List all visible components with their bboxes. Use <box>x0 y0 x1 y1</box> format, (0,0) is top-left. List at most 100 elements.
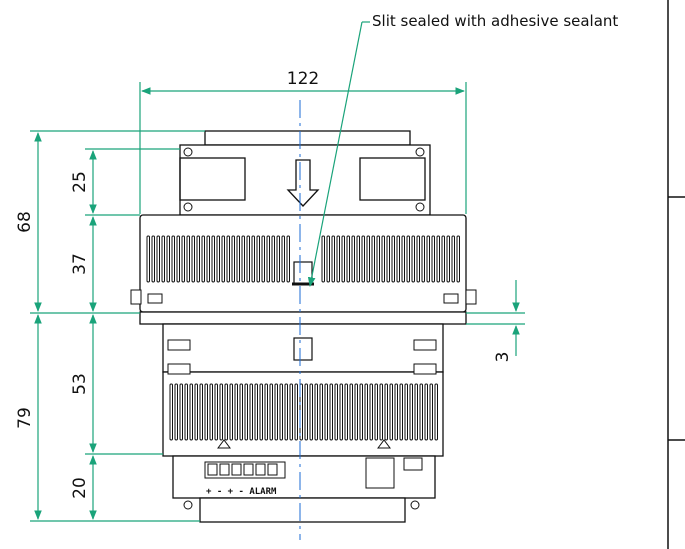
heatsink-fin <box>426 235 430 283</box>
heatsink-fin <box>271 235 275 283</box>
heatsink-fin <box>189 383 193 441</box>
heatsink-fin <box>391 235 395 283</box>
heatsink-fin <box>419 383 423 441</box>
heatsink-fin <box>441 235 445 283</box>
heatsink-fin <box>351 235 355 283</box>
heatsink-fin <box>394 383 398 441</box>
heatsink-fin <box>411 235 415 283</box>
heatsink-fin <box>229 383 233 441</box>
heatsink-fin <box>381 235 385 283</box>
heatsink-fin <box>434 383 438 441</box>
heatsink-fin <box>361 235 365 283</box>
heatsink-fin <box>261 235 265 283</box>
heatsink-fin <box>416 235 420 283</box>
heatsink-fin <box>174 383 178 441</box>
heatsink-fin <box>284 383 288 441</box>
heatsink-fin <box>349 383 353 441</box>
heatsink-fin <box>166 235 170 283</box>
heatsink-fin <box>421 235 425 283</box>
heatsink-fin <box>371 235 375 283</box>
heatsink-fin <box>236 235 240 283</box>
heatsink-fin <box>266 235 270 283</box>
heatsink-fin <box>436 235 440 283</box>
heatsink-fin <box>354 383 358 441</box>
heatsink-fin <box>324 383 328 441</box>
heatsink-fin <box>409 383 413 441</box>
dimension-lines <box>30 21 525 522</box>
heatsink-fin <box>156 235 160 283</box>
heatsink-fin <box>319 383 323 441</box>
heatsink-fin <box>161 235 165 283</box>
heatsink-fin <box>294 383 298 441</box>
heatsink-fin <box>269 383 273 441</box>
heatsink-fin <box>254 383 258 441</box>
heatsink-fin <box>446 235 450 283</box>
heatsink-fin <box>214 383 218 441</box>
heatsink-fin <box>191 235 195 283</box>
heatsink-fin <box>176 235 180 283</box>
heatsink-fin <box>249 383 253 441</box>
heatsink-fin <box>304 383 308 441</box>
heatsink-fin <box>289 383 293 441</box>
airflow-arrow <box>286 159 320 207</box>
heatsink-fin <box>424 383 428 441</box>
heatsink-fin <box>264 383 268 441</box>
heatsink-fin <box>239 383 243 441</box>
heatsink-fin <box>211 235 215 283</box>
heatsink-fin <box>414 383 418 441</box>
dim-height-20: 20 <box>70 477 90 499</box>
heatsink-fin <box>344 383 348 441</box>
heatsink-fin <box>451 235 455 283</box>
heatsink-fin <box>331 235 335 283</box>
heatsink-fin <box>401 235 405 283</box>
terminal-block <box>204 457 423 489</box>
heatsink-fin <box>456 235 460 283</box>
heatsink-fin <box>199 383 203 441</box>
heatsink-fin <box>274 383 278 441</box>
heatsink-fin <box>201 235 205 283</box>
heatsink-fin <box>399 383 403 441</box>
heatsink-fin <box>221 235 225 283</box>
heatsink-fin <box>224 383 228 441</box>
heatsink-fin <box>366 235 370 283</box>
heatsink-fin <box>286 235 290 283</box>
heatsink-fin <box>151 235 155 283</box>
terminal-label: + - + - ALARM <box>206 487 277 497</box>
heatsink-fin <box>396 235 400 283</box>
dim-height-25: 25 <box>70 171 90 193</box>
heatsink-fin <box>369 383 373 441</box>
heatsink-fin <box>171 235 175 283</box>
heatsink-fin <box>314 383 318 441</box>
dim-height-79: 79 <box>15 407 35 429</box>
heatsink-fin <box>209 383 213 441</box>
heatsink-fin <box>429 383 433 441</box>
heatsink-fin <box>276 235 280 283</box>
heatsink-fin <box>279 383 283 441</box>
heatsink-fin <box>341 235 345 283</box>
heatsink-fin <box>346 235 350 283</box>
heatsink-fin <box>256 235 260 283</box>
indicator-triangles <box>217 439 391 449</box>
heatsink-fin <box>359 383 363 441</box>
mounting-screws <box>130 147 477 510</box>
heatsink-fin <box>356 235 360 283</box>
sheet-border <box>667 0 685 549</box>
dim-height-68: 68 <box>15 211 35 233</box>
heatsink-fin <box>259 383 263 441</box>
heatsink-fin <box>406 235 410 283</box>
heatsink-fin <box>336 235 340 283</box>
heatsink-fin <box>386 235 390 283</box>
heatsink-fin <box>431 235 435 283</box>
heatsink-fin <box>404 383 408 441</box>
dim-height-53: 53 <box>70 373 90 395</box>
dim-height-3: 3 <box>493 352 513 363</box>
heatsink-fin <box>334 383 338 441</box>
heatsink-fin <box>379 383 383 441</box>
heatsink-fin <box>206 235 210 283</box>
upper-fins <box>146 235 460 283</box>
heatsink-fin <box>231 235 235 283</box>
heatsink-fin <box>326 235 330 283</box>
heatsink-fin <box>234 383 238 441</box>
